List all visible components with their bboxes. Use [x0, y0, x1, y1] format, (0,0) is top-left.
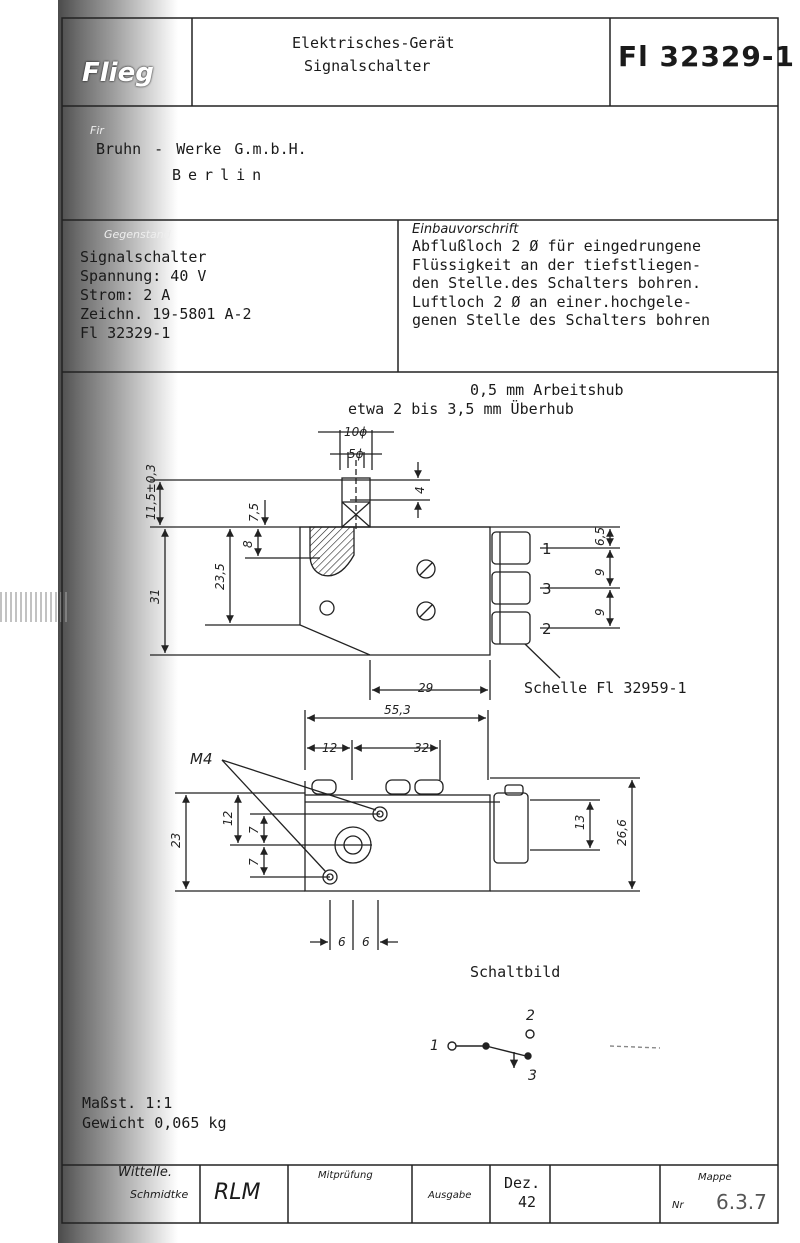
clamp-label: Schelle Fl 32959-1: [524, 679, 687, 697]
dim-7-5: 7,5: [247, 503, 261, 522]
dim-5: 5ϕ: [348, 447, 364, 461]
subject-line: Signalschalter: [80, 248, 207, 266]
stroke-note-2: etwa 2 bis 3,5 mm Überhub: [348, 400, 574, 418]
subject-lines: Signalschalter Spannung: 40 V Strom: 2 A…: [80, 248, 252, 343]
dim-31: 31: [148, 589, 162, 604]
dim-6a: 6: [338, 935, 346, 949]
dim-23: 23: [169, 833, 183, 848]
dim-26-6: 26,6: [615, 819, 629, 846]
dim-9a: 9: [593, 568, 607, 576]
mappe-label: Mappe: [698, 1172, 732, 1183]
install-line: Luftloch 2 Ø an einer.hochgele-: [412, 292, 692, 311]
dim-4: 4: [413, 486, 427, 494]
date-year: 42: [518, 1193, 537, 1211]
logo: Flieg: [82, 58, 154, 88]
maker-label: Fir: [90, 124, 104, 137]
install-line: genen Stelle des Schalters bohren: [412, 311, 711, 329]
dim-7a: 7: [247, 826, 261, 834]
dim-7b: 7: [247, 858, 261, 866]
m4-label: M4: [190, 750, 213, 768]
signature-bottom: Schmidtke: [130, 1188, 189, 1201]
install-line: Flüssigkeit an der tiefstliegen-: [412, 255, 701, 274]
dim-29: 29: [418, 681, 433, 695]
nr-value: 6.3.7: [716, 1190, 767, 1214]
terminal-label-1: 1: [542, 540, 552, 558]
install-heading: Einbauvorschrift: [412, 222, 519, 237]
ausgabe-label: Ausgabe: [428, 1190, 472, 1201]
dim-23-5: 23,5: [213, 563, 227, 590]
dim-9b: 9: [593, 608, 607, 616]
dim-12-horizontal: 12: [322, 741, 337, 755]
maker-city: Berlin: [172, 166, 269, 184]
scale: Maßst. 1:1: [82, 1094, 173, 1112]
terminal-labels: 1 3 2: [542, 540, 552, 638]
top-view: [175, 710, 640, 950]
mitpruefung-label: Mitprüfung: [318, 1170, 373, 1181]
terminal-label-3: 3: [542, 580, 552, 598]
signature-top: Wittelle.: [118, 1165, 173, 1180]
date-month: Dez.: [504, 1174, 541, 1192]
schematic-numbers: 1 2 3: [430, 1008, 537, 1084]
schematic-num-2: 2: [526, 1008, 535, 1024]
install-line: den Stelle.des Schalters bohren.: [412, 274, 701, 292]
drawing-number: Fl 32329-1: [618, 40, 795, 73]
dim-12-vertical: 12: [221, 811, 235, 826]
dim-11-5: 11,5±0,3: [144, 464, 158, 520]
terminal-label-2: 2: [542, 620, 552, 638]
dim-6-5: 6,5: [593, 527, 607, 546]
schematic: [447, 1029, 661, 1068]
subject-line: Spannung: 40 V: [80, 267, 207, 285]
dim-55-3: 55,3: [384, 703, 411, 717]
title-line-1: Elektrisches-Gerät: [292, 34, 455, 52]
side-view: [150, 430, 620, 700]
schematic-num-1: 1: [430, 1038, 439, 1054]
dim-32: 32: [414, 741, 429, 755]
subject-line: Zeichn. 19-5801 A-2: [80, 305, 252, 323]
scan-shadow: [58, 0, 178, 1243]
dimension-labels: 10ϕ 5ϕ 4 11,5±0,3 7,5 8 23,5 31 6,5 9 9 …: [144, 425, 629, 949]
rlm-stamp: RLM: [214, 1180, 261, 1205]
weight: Gewicht 0,065 kg: [82, 1114, 227, 1132]
dim-8: 8: [241, 540, 255, 548]
dim-13: 13: [573, 815, 587, 830]
logo-cell: Flieg: [62, 18, 192, 106]
subject-heading: Gegenstand: [104, 228, 171, 241]
nr-label: Nr: [672, 1200, 684, 1211]
title-line-2: Signalschalter: [304, 57, 431, 75]
schematic-title: Schaltbild: [470, 963, 561, 981]
subject-line: Fl 32329-1: [80, 324, 171, 342]
subject-line: Strom: 2 A: [80, 286, 171, 304]
install-lines: Abflußloch 2 Ø für eingedrungene Flüssig…: [412, 237, 710, 330]
schematic-num-3: 3: [528, 1068, 537, 1084]
install-line: Abflußloch 2 Ø für eingedrungene: [412, 237, 701, 255]
maker-name: Bruhn - Werke G.m.b.H.: [96, 140, 307, 158]
scan-noise: [0, 592, 70, 622]
dim-6b: 6: [362, 935, 370, 949]
stroke-note-1: 0,5 mm Arbeitshub: [470, 381, 624, 399]
dim-10: 10ϕ: [344, 425, 367, 439]
